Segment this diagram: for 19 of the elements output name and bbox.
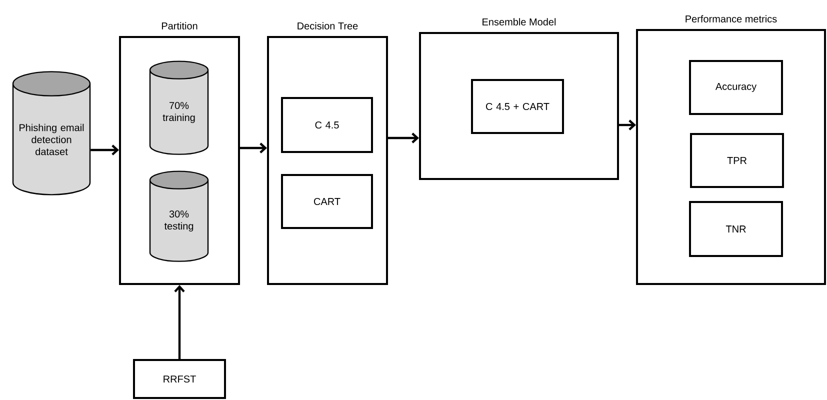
process-box: Accuracy	[689, 60, 783, 115]
arrow	[174, 285, 185, 359]
box-heading: Partition	[162, 22, 198, 30]
database-cylinder: 30% testing	[149, 170, 209, 262]
arrow	[240, 142, 267, 154]
process-box: TNR	[689, 201, 783, 257]
arrow	[388, 132, 419, 144]
arrow	[619, 120, 636, 130]
database-cylinder: Phishing email detection dataset	[12, 71, 91, 196]
process-box: CART	[281, 174, 373, 229]
box-heading: Ensemble Model	[482, 18, 556, 26]
process-box: TPR	[690, 133, 784, 188]
box-heading: Decision Tree	[298, 22, 358, 30]
process-box: RRFST	[133, 359, 226, 399]
box-heading: Performance metrics	[686, 15, 777, 22]
database-cylinder: 70% training	[149, 60, 209, 155]
process-box: C 4.5	[281, 97, 373, 153]
process-box: C 4.5 + CART	[471, 79, 564, 134]
arrow	[90, 144, 119, 156]
